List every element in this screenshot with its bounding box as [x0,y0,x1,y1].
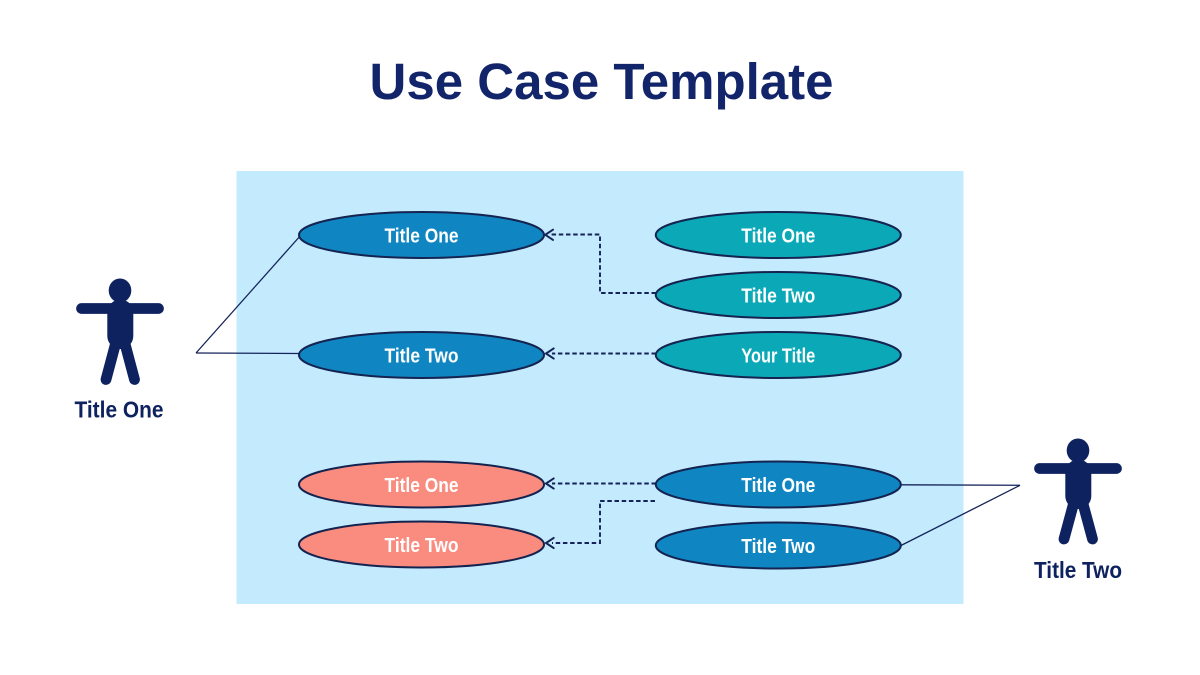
svg-text:Title One: Title One [385,224,459,247]
svg-text:Your Title: Your Title [741,344,815,367]
svg-text:Title Two: Title Two [385,344,459,367]
svg-text:Use Case Template: Use Case Template [370,53,834,110]
svg-text:Title Two: Title Two [1034,557,1122,583]
svg-text:Title Two: Title Two [741,535,815,558]
svg-text:Title One: Title One [741,224,815,247]
svg-text:Title Two: Title Two [385,534,459,557]
svg-text:Title Two: Title Two [741,284,815,307]
svg-text:Title One: Title One [385,474,459,497]
svg-text:Title One: Title One [741,474,815,497]
svg-text:Title One: Title One [75,397,164,423]
